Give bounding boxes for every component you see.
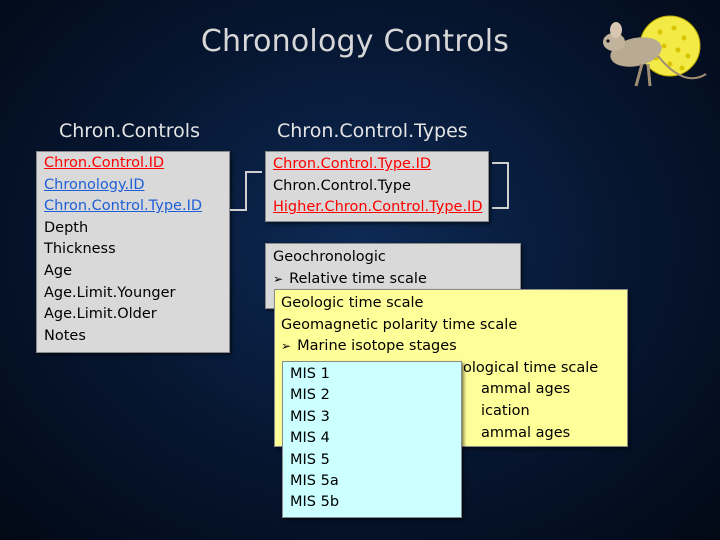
arrow-bullet-icon: ➢: [281, 339, 292, 354]
field-higher-chron-control-type-id: Higher.Chron.Control.Type.ID: [273, 199, 483, 216]
field-chron-control-id: Chron.Control.ID: [44, 155, 165, 171]
chron-control-types-table: Chron.Control.Type.ID Chron.Control.Type…: [265, 151, 489, 222]
chron-controls-title: Chron.Controls: [59, 120, 200, 142]
mis-1: MIS 1: [290, 366, 330, 382]
mis-4: MIS 4: [290, 430, 330, 447]
mis-5: MIS 5: [290, 451, 330, 468]
field-thickness: Thickness: [44, 241, 116, 258]
chron-controls-table: Chron.Control.ID Chronology.ID Chron.Con…: [36, 151, 230, 353]
type-marine-isotope-stages: ➢Marine isotope stages: [281, 338, 457, 355]
type-partial-ammal-ages-1: ammal ages: [481, 381, 571, 398]
mouse-on-ball-icon: [603, 15, 707, 87]
slide-title: Chronology Controls: [200, 24, 510, 59]
field-chronology-id: Chronology.ID: [44, 176, 145, 193]
field-age-limit-younger: Age.Limit.Younger: [44, 284, 176, 301]
type-partial-ication: ication: [481, 402, 530, 419]
fk-link-connector: [230, 171, 262, 211]
field-age-limit-older: Age.Limit.Older: [44, 306, 157, 323]
mis-2: MIS 2: [290, 387, 330, 404]
mis-5a: MIS 5a: [290, 473, 339, 490]
mis-3: MIS 3: [290, 408, 330, 425]
mis-5b: MIS 5b: [290, 494, 340, 511]
field-chron-control-type-id-pk: Chron.Control.Type.ID: [273, 156, 432, 172]
field-age: Age: [44, 262, 73, 279]
field-chron-control-type: Chron.Control.Type: [273, 177, 411, 194]
self-reference-bracket: [492, 162, 509, 209]
type-geochronologic: Geochronologic: [273, 249, 386, 265]
arrow-bullet-icon: ➢: [273, 271, 284, 286]
field-depth: Depth: [44, 219, 89, 236]
type-partial-ammal-ages-2: ammal ages: [481, 424, 571, 441]
type-partial-ological-time-scale: ological time scale: [463, 359, 599, 376]
field-notes: Notes: [44, 327, 86, 344]
chron-control-types-title: Chron.Control.Types: [277, 120, 468, 142]
type-geomagnetic-polarity-time-scale: Geomagnetic polarity time scale: [281, 316, 518, 333]
type-geologic-time-scale: Geologic time scale: [281, 295, 424, 311]
hierarchy-level3-box: MIS 1 MIS 2 MIS 3 MIS 4 MIS 5 MIS 5a MIS…: [282, 361, 462, 518]
field-chron-control-type-id: Chron.Control.Type.ID: [44, 198, 203, 215]
type-relative-time-scale: ➢Relative time scale: [273, 270, 427, 287]
